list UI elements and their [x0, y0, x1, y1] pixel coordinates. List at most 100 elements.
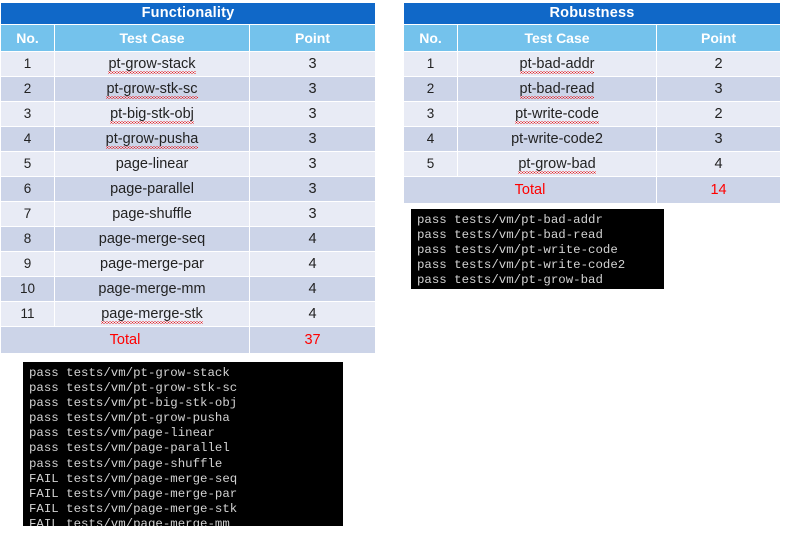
- cell-test-case: pt-bad-read: [458, 77, 656, 101]
- functionality-table-title: Functionality: [1, 3, 376, 24]
- cell-test-case: page-linear: [55, 152, 249, 176]
- cell-test-case: pt-bad-addr: [458, 52, 656, 76]
- cell-point: 3: [657, 127, 781, 151]
- cell-test-case: pt-grow-bad: [458, 152, 656, 176]
- cell-no: 2: [1, 77, 54, 101]
- test-case-name: pt-write-code: [515, 102, 599, 126]
- cell-test-case: page-parallel: [55, 177, 249, 201]
- cell-no: 1: [1, 52, 54, 76]
- terminal-line: FAIL tests/vm/page-merge-seq: [29, 471, 238, 486]
- table-row: 11 page-merge-stk 4: [1, 302, 376, 326]
- terminal-line: pass tests/vm/pt-grow-pusha: [29, 411, 230, 426]
- cell-no: 5: [404, 152, 457, 176]
- test-case-name: pt-grow-pusha: [105, 127, 198, 151]
- cell-no: 4: [404, 127, 457, 151]
- cell-no: 9: [1, 252, 54, 276]
- test-case-name: page-parallel: [110, 181, 194, 197]
- table-header-row: No. Test Case Point: [404, 25, 781, 51]
- cell-point: 3: [250, 152, 376, 176]
- robustness-total: Total 14: [404, 177, 781, 203]
- terminal-line: pass tests/vm/pt-bad-addr: [417, 213, 603, 227]
- cell-point: 4: [657, 152, 781, 176]
- cell-no: 8: [1, 227, 54, 251]
- total-value: 14: [657, 177, 781, 203]
- table-row: 3 pt-big-stk-obj 3: [1, 102, 376, 126]
- total-value: 37: [250, 327, 376, 353]
- cell-no: 11: [1, 302, 54, 326]
- total-label: Total: [404, 177, 656, 203]
- table-total-row: Total 14: [404, 177, 781, 203]
- terminal-line: pass tests/vm/page-linear: [29, 426, 215, 441]
- terminal-line: pass tests/vm/page-shuffle: [29, 456, 223, 471]
- terminal-line: pass tests/vm/pt-grow-bad: [417, 273, 603, 288]
- column-header-point: Point: [250, 25, 376, 51]
- test-case-name: page-merge-seq: [98, 231, 206, 247]
- robustness-table-title: Robustness: [404, 3, 781, 24]
- test-case-name: page-merge-par: [100, 256, 204, 272]
- cell-test-case: page-shuffle: [55, 202, 249, 226]
- cell-no: 1: [404, 52, 457, 76]
- cell-test-case: pt-grow-stack: [55, 52, 249, 76]
- table-row: 6 page-parallel 3: [1, 177, 376, 201]
- column-header-no: No.: [1, 25, 54, 51]
- robustness-table-body: Robustness No. Test Case Point: [404, 3, 781, 51]
- cell-no: 3: [1, 102, 54, 126]
- cell-point: 4: [250, 302, 376, 326]
- functionality-terminal-output: pass tests/vm/pt-grow-stack pass tests/vm…: [23, 362, 343, 526]
- cell-point: 3: [250, 127, 376, 151]
- terminal-line: pass tests/vm/page-parallel: [29, 441, 230, 456]
- cell-test-case: pt-big-stk-obj: [55, 102, 249, 126]
- cell-point: 3: [250, 102, 376, 126]
- cell-point: 4: [250, 252, 376, 276]
- cell-point: 3: [250, 177, 376, 201]
- cell-point: 3: [250, 77, 376, 101]
- table-row: 5 pt-grow-bad 4: [404, 152, 781, 176]
- cell-point: 4: [250, 277, 376, 301]
- column-header-test-case: Test Case: [458, 25, 656, 51]
- test-case-name: pt-grow-bad: [518, 152, 597, 176]
- functionality-total: Total 37: [1, 327, 376, 353]
- test-case-name: page-merge-stk: [101, 302, 203, 326]
- cell-test-case: pt-grow-stk-sc: [55, 77, 249, 101]
- cell-point: 2: [657, 52, 781, 76]
- terminal-line: pass tests/vm/pt-write-code: [417, 243, 618, 258]
- test-case-name: page-shuffle: [112, 206, 192, 222]
- terminal-line: FAIL tests/vm/page-merge-stk: [29, 501, 238, 516]
- cell-no: 4: [1, 127, 54, 151]
- functionality-table-body: Functionality No. Test Case Point: [1, 3, 376, 51]
- test-case-name: page-merge-mm: [98, 281, 206, 297]
- table-title-row: Functionality: [1, 3, 376, 24]
- terminal-line: pass tests/vm/pt-bad-read: [417, 228, 603, 243]
- column-header-point: Point: [657, 25, 781, 51]
- cell-test-case: page-merge-seq: [55, 227, 249, 251]
- terminal-line: pass tests/vm/pt-big-stk-obj: [29, 396, 238, 411]
- terminal-line: pass tests/vm/pt-grow-stack: [29, 366, 230, 380]
- cell-no: 6: [1, 177, 54, 201]
- cell-test-case: page-merge-mm: [55, 277, 249, 301]
- column-header-no: No.: [404, 25, 457, 51]
- table-row: 9 page-merge-par 4: [1, 252, 376, 276]
- test-case-name: pt-big-stk-obj: [110, 102, 194, 126]
- cell-no: 5: [1, 152, 54, 176]
- cell-no: 7: [1, 202, 54, 226]
- terminal-line: pass tests/vm/pt-write-code2: [417, 258, 626, 273]
- cell-point: 3: [657, 77, 781, 101]
- test-case-name: page-linear: [115, 156, 189, 172]
- table-row: 4 pt-grow-pusha 3: [1, 127, 376, 151]
- table-row: 5 page-linear 3: [1, 152, 376, 176]
